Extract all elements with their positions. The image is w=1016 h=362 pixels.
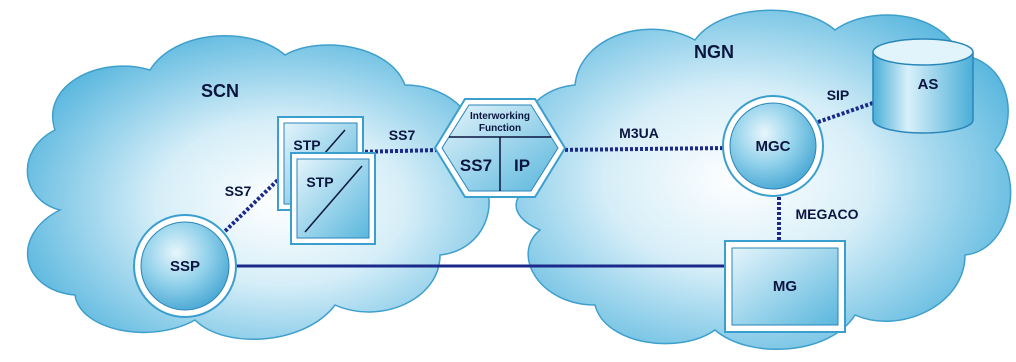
scn-cloud — [26, 35, 490, 341]
iwf-ip-label: IP — [514, 156, 530, 175]
iwf-title-line2: Function — [479, 123, 521, 134]
ssp-label: SSP — [170, 258, 200, 275]
link-label-mgc-as: SIP — [827, 87, 850, 103]
stp-node-front: STP — [290, 152, 376, 245]
mgc-label: MGC — [756, 138, 791, 155]
link-label-ssp-stp: SS7 — [225, 183, 252, 199]
ngn-label: NGN — [694, 42, 734, 62]
iwf-ss7-label: SS7 — [460, 156, 492, 175]
interworking-function-node: Interworking Function SS7 IP — [433, 98, 567, 198]
link-stp-iwf — [354, 148, 441, 154]
mgc-node: MGC — [722, 95, 824, 197]
as-label: AS — [918, 76, 939, 93]
mg-node: MG — [724, 240, 846, 333]
link-label-stp-iwf: SS7 — [389, 127, 416, 143]
mg-label: MG — [773, 278, 797, 295]
scn-label: SCN — [201, 81, 239, 101]
stp-back-label: STP — [293, 137, 320, 153]
link-label-mgc-mg: MEGACO — [796, 206, 859, 222]
link-iwf-mgc — [554, 146, 728, 152]
iwf-title-line1: Interworking — [470, 111, 530, 122]
link-ssp-stp — [216, 171, 287, 240]
links — [216, 101, 874, 268]
ssp-node: SSP — [133, 214, 237, 318]
stp-front-label: STP — [306, 174, 333, 190]
link-label-iwf-mgc: M3UA — [619, 125, 659, 141]
as-database-node: AS — [872, 38, 974, 134]
